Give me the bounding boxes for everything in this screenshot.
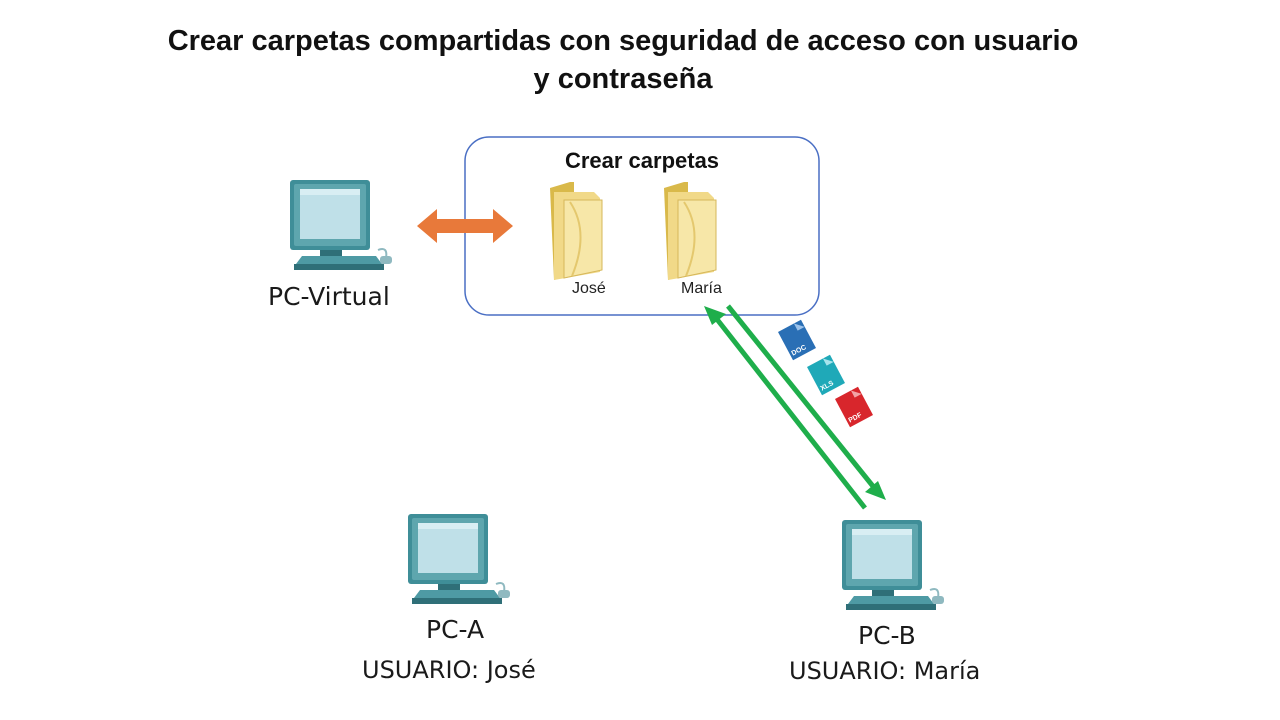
folder-icon[interactable]: [663, 181, 717, 281]
pdf-file-icon: PDF: [835, 386, 873, 428]
folder-icon[interactable]: [549, 181, 603, 281]
page-title: Crear carpetas compartidas con seguridad…: [0, 22, 1246, 98]
transfer-arrows: [704, 304, 886, 510]
computer-icon[interactable]: [407, 513, 511, 605]
double-arrow-icon: [417, 209, 513, 243]
folder-label-maria: María: [681, 280, 722, 297]
xls-file-icon: XLS: [807, 354, 845, 396]
computer-icon[interactable]: [841, 519, 945, 611]
pc-a-label: PC-A: [426, 615, 485, 644]
title-line-1: Crear carpetas compartidas con seguridad…: [167, 25, 1079, 57]
title-line-2: y contraseña: [533, 63, 713, 95]
pc-a-user: USUARIO: José: [362, 656, 536, 684]
computer-icon[interactable]: [289, 179, 393, 271]
pc-b-label: PC-B: [858, 621, 916, 650]
pc-virtual-label: PC-Virtual: [268, 282, 390, 311]
doc-file-icon: DOC: [778, 319, 816, 361]
folder-box-title: Crear carpetas: [564, 148, 720, 173]
folder-label-jose: José: [572, 280, 606, 297]
pc-b-user: USUARIO: María: [789, 657, 981, 685]
